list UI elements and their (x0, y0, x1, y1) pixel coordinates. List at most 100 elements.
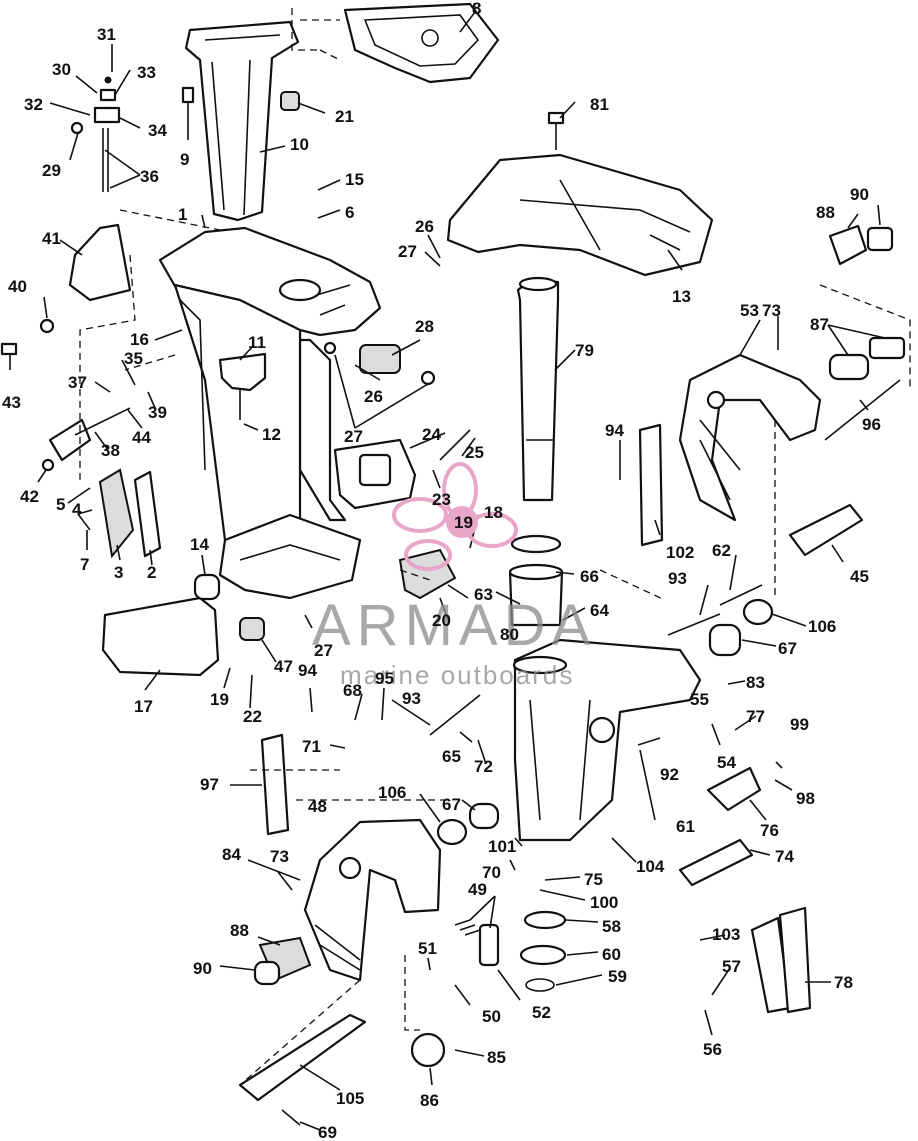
tilt-tube-parts (253, 224, 906, 986)
callout-23: 23 (432, 490, 451, 509)
callout-104: 104 (636, 857, 665, 876)
callout-27-top: 27 (398, 242, 417, 261)
callout-88-low: 88 (230, 921, 249, 940)
side-plate-parts (98, 468, 162, 559)
callout-73-low: 73 (270, 847, 289, 866)
bushing-stack (508, 534, 564, 627)
small-hardware-top-left (70, 76, 121, 192)
clamp-20 (398, 548, 457, 600)
callout-58: 58 (602, 917, 621, 936)
spring-and-rings (454, 910, 567, 992)
callout-50: 50 (482, 1007, 501, 1026)
callout-101: 101 (488, 837, 516, 856)
callout-63: 63 (474, 585, 493, 604)
callout-65: 65 (442, 747, 461, 766)
callout-90-low: 90 (193, 959, 212, 978)
bracket-11 (218, 352, 267, 420)
link-97 (260, 733, 290, 836)
callout-55: 55 (690, 690, 709, 709)
callout-80: 80 (500, 625, 519, 644)
callout-20: 20 (432, 611, 451, 630)
mount-28 (323, 341, 436, 386)
callout-17: 17 (134, 697, 153, 716)
callout-12: 12 (262, 425, 281, 444)
callout-15: 15 (345, 170, 364, 189)
callout-59: 59 (608, 967, 627, 986)
callout-94-right: 94 (605, 421, 624, 440)
callout-83: 83 (746, 673, 765, 692)
lower-cover (101, 596, 220, 677)
swivel-bracket (512, 638, 702, 842)
callout-14: 14 (190, 535, 209, 554)
callout-86: 86 (420, 1091, 439, 1110)
tilt-levers (678, 766, 812, 1014)
callout-49: 49 (468, 880, 487, 899)
plate-45 (788, 503, 864, 557)
callout-2: 2 (147, 563, 156, 582)
watermark-brand: ARMADA (312, 593, 596, 658)
callout-105: 105 (336, 1089, 364, 1108)
callout-106-right: 106 (808, 617, 836, 636)
callout-34: 34 (148, 121, 167, 140)
bracket-24 (333, 429, 471, 510)
callout-68: 68 (343, 681, 362, 700)
callout-42: 42 (20, 487, 39, 506)
bushings-67-106 (436, 598, 774, 846)
callout-30: 30 (52, 60, 71, 79)
callout-25: 25 (465, 443, 484, 462)
callout-61: 61 (676, 817, 695, 836)
callout-7: 7 (80, 555, 89, 574)
exhaust-tube (184, 20, 300, 222)
callout-21: 21 (335, 107, 354, 126)
callout-35: 35 (124, 349, 143, 368)
callout-28: 28 (415, 317, 434, 336)
callout-31: 31 (97, 25, 116, 44)
callout-32: 32 (24, 95, 43, 114)
callout-29: 29 (42, 161, 61, 180)
callout-67-right: 67 (778, 639, 797, 658)
handle-assembly (0, 223, 132, 356)
clamp-bracket-53 (678, 353, 822, 522)
callout-94-low: 94 (298, 661, 317, 680)
callout-76: 76 (760, 821, 779, 840)
callout-33: 33 (137, 63, 156, 82)
callout-3: 3 (114, 563, 123, 582)
callout-56: 56 (703, 1040, 722, 1059)
callout-74: 74 (775, 847, 794, 866)
callout-84: 84 (222, 845, 241, 864)
midsection-housing (158, 226, 382, 600)
callout-103: 103 (712, 925, 740, 944)
callout-57: 57 (722, 957, 741, 976)
leader-lines (9, 11, 886, 1131)
callout-19-left: 19 (210, 690, 229, 709)
callout-93-right: 93 (668, 569, 687, 588)
callout-45: 45 (850, 567, 869, 586)
callout-72: 72 (474, 757, 493, 776)
callout-78: 78 (834, 973, 853, 992)
callout-85: 85 (487, 1048, 506, 1067)
steering-tube (516, 276, 560, 502)
callout-70: 70 (482, 863, 501, 882)
callout-19-right: 19 (454, 513, 473, 532)
callout-38: 38 (101, 441, 120, 460)
watermark-tagline: marine outboards (340, 660, 574, 690)
callout-24: 24 (422, 425, 441, 444)
callout-69: 69 (318, 1123, 337, 1141)
callout-26-mid: 26 (364, 387, 383, 406)
callout-48: 48 (308, 797, 327, 816)
callout-90-top: 90 (850, 185, 869, 204)
callout-100: 100 (590, 893, 618, 912)
callout-27-mid: 27 (344, 427, 363, 446)
link-102 (638, 423, 664, 547)
callout-41: 41 (42, 229, 61, 248)
callout-10: 10 (290, 135, 309, 154)
callout-6: 6 (345, 203, 354, 222)
callout-93-mid: 93 (402, 689, 421, 708)
callout-75: 75 (584, 870, 603, 889)
callout-54: 54 (717, 753, 736, 772)
callout-64: 64 (590, 601, 609, 620)
callout-11: 11 (248, 333, 266, 352)
callout-71: 71 (302, 737, 321, 756)
callout-73-top: 73 (762, 301, 781, 320)
gasket (343, 2, 500, 84)
